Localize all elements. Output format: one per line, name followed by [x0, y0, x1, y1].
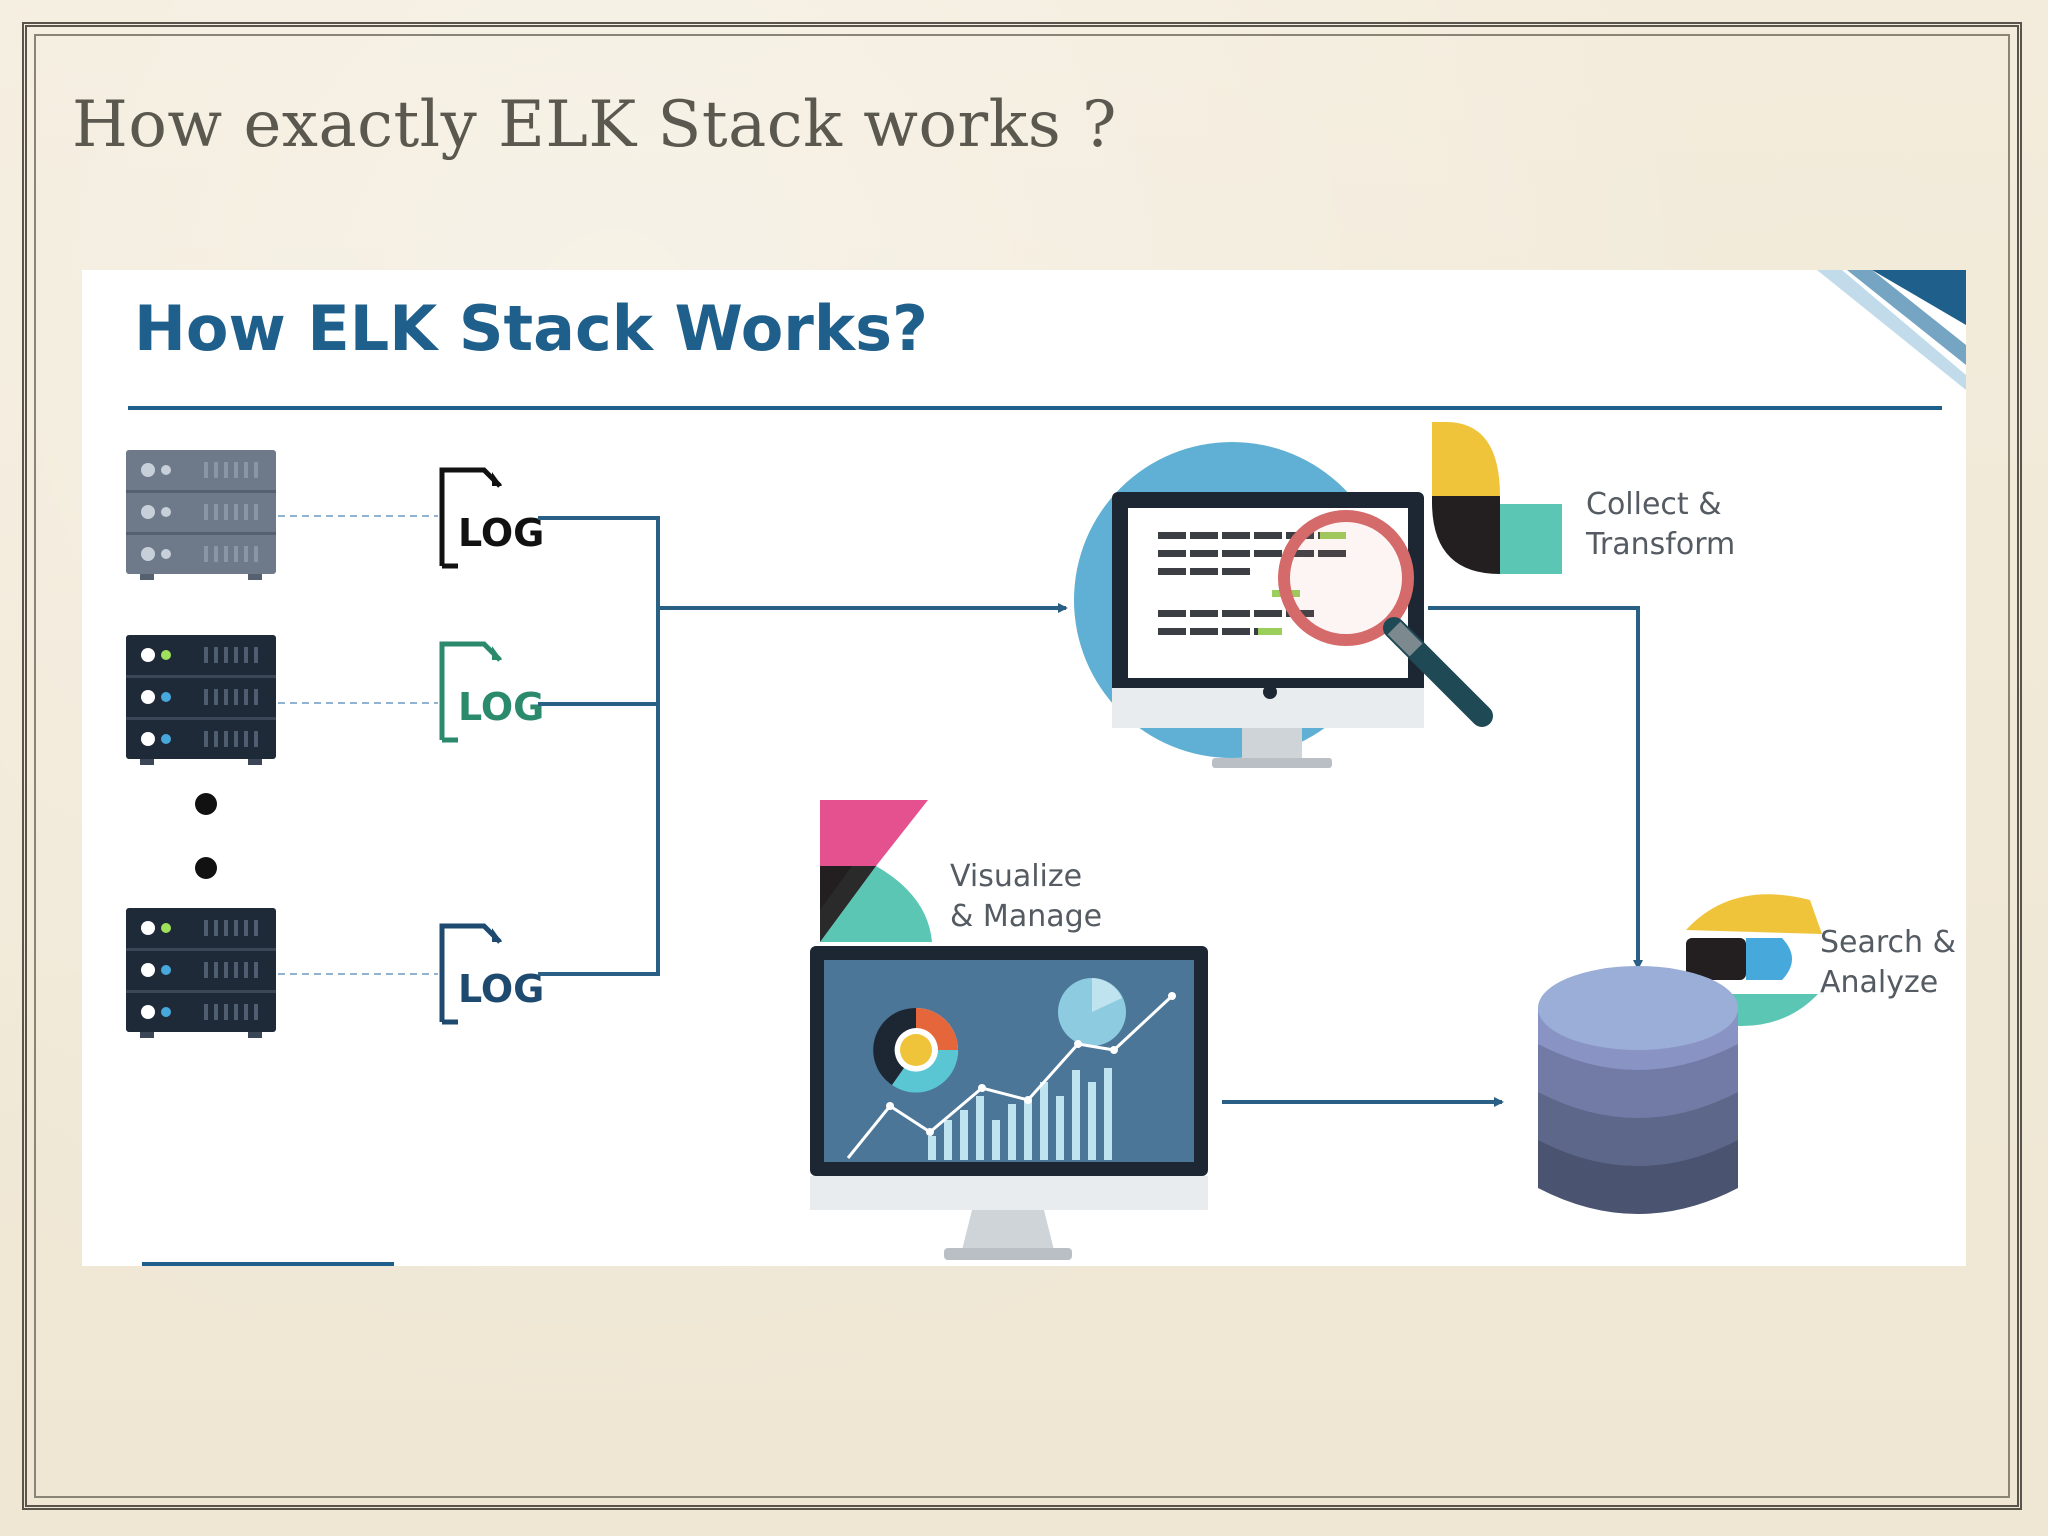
kibana-dashboard-monitor — [810, 946, 1208, 1260]
server-rack-2 — [126, 635, 276, 765]
diagram-title: How ELK Stack Works? — [134, 292, 928, 365]
corner-decoration — [1817, 270, 1966, 390]
visualize-label-line1: Visualize — [950, 859, 1082, 894]
log-file-icon-2: LOG — [439, 641, 544, 743]
slide-title: How exactly ELK Stack works ? — [72, 88, 1117, 162]
server-rack-1 — [126, 450, 276, 580]
search-label-line2: Analyze — [1820, 965, 1938, 1000]
slide-inner-border — [34, 34, 2010, 1498]
logstash-logo — [1432, 422, 1562, 574]
collect-label-line1: Collect & — [1586, 487, 1722, 522]
search-label-line1: Search & — [1820, 925, 1956, 960]
server-rack-3 — [126, 908, 276, 1038]
svg-text:LOG: LOG — [458, 685, 544, 729]
ellipsis-dot-1 — [195, 793, 217, 815]
collect-label-line2: Transform — [1585, 527, 1735, 562]
visualize-label-line2: & Manage — [950, 899, 1102, 934]
bottom-accent-line — [142, 1262, 394, 1266]
ellipsis-dot-2 — [195, 857, 217, 879]
svg-text:LOG: LOG — [458, 967, 544, 1011]
log-file-icon-1: LOG — [439, 467, 544, 569]
elk-diagram: How ELK Stack Works? — [126, 270, 1966, 1266]
arrow-to-elasticsearch — [1428, 606, 1643, 970]
diagram-panel: How ELK Stack Works? — [82, 270, 1966, 1266]
log-merge-lines — [538, 516, 660, 976]
kibana-logo — [820, 800, 932, 942]
logstash-monitor-illustration — [1074, 442, 1493, 768]
slide-outer-border — [22, 22, 2022, 1510]
log-file-icon-3: LOG — [439, 923, 544, 1025]
database-cylinder-icon — [1538, 966, 1738, 1214]
title-underline — [128, 406, 1942, 410]
svg-text:LOG: LOG — [458, 511, 544, 555]
